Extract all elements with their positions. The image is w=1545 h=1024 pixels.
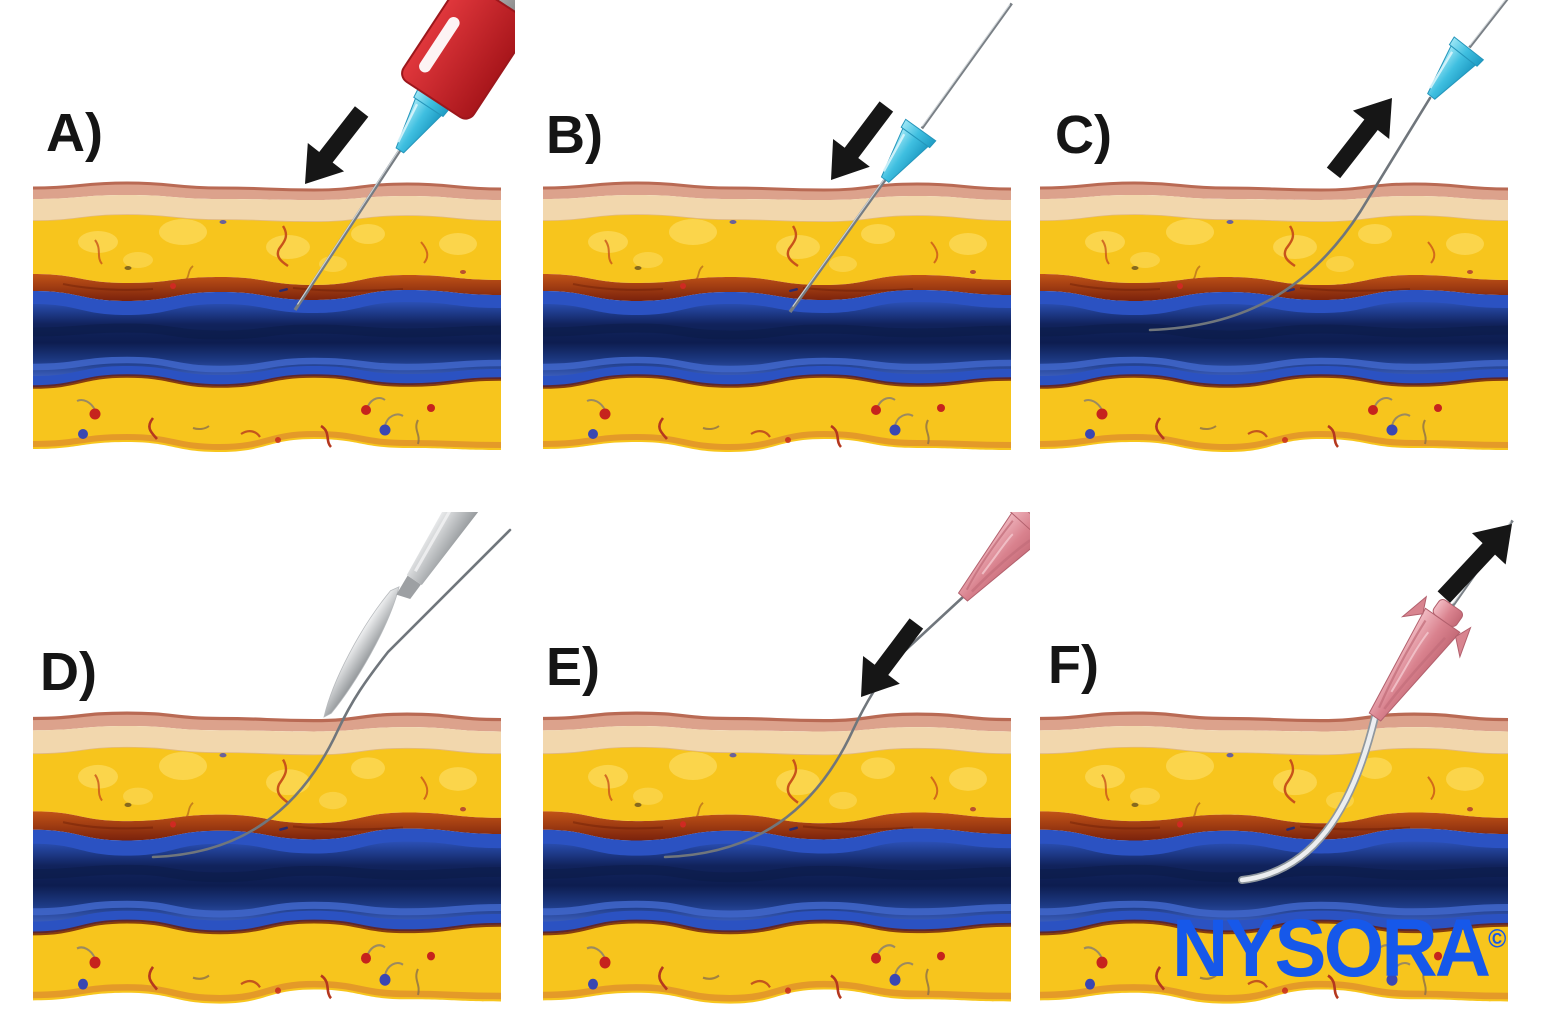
guidewire-icon <box>1148 96 1432 332</box>
panel-e-illustration <box>542 512 1030 1004</box>
deep-fat-texture <box>1083 944 1442 1000</box>
guidewire-highlight <box>921 4 1011 127</box>
deep-fat-texture <box>76 944 435 1000</box>
needle-hub-icon <box>880 118 937 183</box>
panel-label-c: C) <box>1055 105 1112 165</box>
tissue-cross-section <box>32 711 502 1004</box>
panel-d-illustration <box>32 512 512 1004</box>
scalpel-icon <box>323 512 488 718</box>
direction-arrow-icon <box>305 106 369 184</box>
tissue-cross-section <box>1039 181 1509 452</box>
deep-fat-texture <box>1083 397 1442 448</box>
fat-texture <box>588 219 987 282</box>
deep-fat-texture <box>586 944 945 1000</box>
fat-texture <box>588 751 987 820</box>
syringe-icon <box>401 0 515 120</box>
needle-hub-icon <box>1427 36 1485 100</box>
tissue-cross-section <box>1039 711 1509 1004</box>
guidewire-icon <box>151 528 512 859</box>
guidewire-icon <box>1468 0 1513 49</box>
fat-texture <box>1085 751 1484 820</box>
needle-highlight <box>296 149 400 305</box>
catheter-hub-icon <box>957 512 1030 602</box>
tissue-cross-section <box>542 181 1012 452</box>
direction-arrow-icon <box>1437 524 1512 603</box>
panel-label-e: E) <box>546 637 600 697</box>
panel-f: F) NYSORA© <box>1030 512 1545 1024</box>
panel-label-f: F) <box>1048 635 1099 695</box>
needle-icon <box>293 149 402 311</box>
panel-e: E) <box>515 512 1030 1024</box>
panel-label-b: B) <box>546 105 603 165</box>
needle-icon <box>788 178 887 313</box>
deep-fat-texture <box>76 397 435 448</box>
catheter-icon <box>1238 713 1379 884</box>
needle-assembly <box>293 0 515 311</box>
catheter-hub-icon <box>1368 595 1472 722</box>
direction-arrow-icon <box>831 101 894 180</box>
panel-label-a: A) <box>46 103 103 163</box>
fat-texture <box>78 219 477 282</box>
panel-b: B) <box>515 0 1030 512</box>
panel-a: A) <box>0 0 515 512</box>
needle-assembly <box>788 2 1013 313</box>
tissue-cross-section <box>32 181 502 452</box>
panel-a-illustration <box>32 0 515 452</box>
panel-c: C) <box>1030 0 1545 512</box>
direction-arrow-icon <box>1326 98 1392 179</box>
panel-c-illustration <box>1039 0 1513 452</box>
fat-texture <box>1085 219 1484 282</box>
panel-b-illustration <box>542 2 1013 452</box>
needle-assembly <box>1427 0 1513 100</box>
tissue-cross-section <box>542 711 1012 1004</box>
guidewire-icon <box>920 2 1013 130</box>
panel-d: D) <box>0 512 515 1024</box>
copyright-icon: © <box>1488 923 1507 954</box>
nysora-logo: NYSORA© <box>1172 908 1506 990</box>
nysora-logo-text: NYSORA <box>1172 903 1491 994</box>
panel-label-d: D) <box>40 642 97 702</box>
fat-texture <box>78 751 477 820</box>
syringe-body <box>401 0 515 120</box>
panel-f-illustration <box>1039 519 1514 1004</box>
needle-highlight <box>792 178 885 307</box>
guidewire-highlight <box>1469 0 1510 46</box>
direction-arrow-icon <box>861 618 924 697</box>
deep-fat-texture <box>586 397 945 448</box>
